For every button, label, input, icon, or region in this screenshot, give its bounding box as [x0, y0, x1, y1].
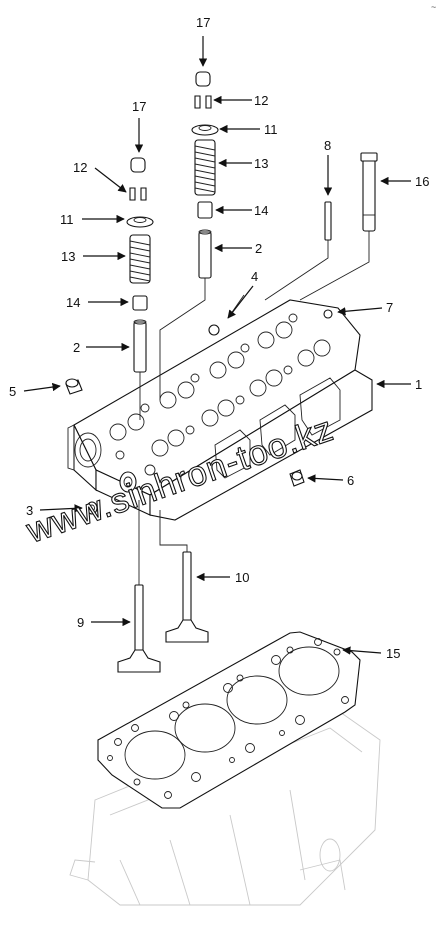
sleeve-16: [360, 152, 378, 232]
head-gasket: [97, 631, 361, 809]
callout-8: 8: [324, 138, 331, 153]
valve-train-left: [126, 157, 154, 373]
callout-15: 15: [386, 646, 400, 661]
corner-mark: ~: [431, 2, 436, 12]
callout-13-left: 13: [61, 249, 75, 264]
callout-12-left: 12: [73, 160, 87, 175]
plug-on-head-7: [323, 309, 333, 319]
callout-2-right: 2: [255, 241, 262, 256]
callout-5: 5: [9, 384, 16, 399]
callout-17-right: 17: [196, 15, 210, 30]
callout-1: 1: [415, 377, 422, 392]
valve-train-right: [191, 71, 219, 279]
callout-3: 3: [26, 503, 33, 518]
valve-10: [165, 551, 209, 643]
callout-14-right: 14: [254, 203, 268, 218]
callout-17-left: 17: [132, 99, 146, 114]
leader-lines: [138, 231, 370, 585]
callout-16: 16: [415, 174, 429, 189]
callout-6: 6: [347, 473, 354, 488]
valve-bosses: [109, 313, 331, 476]
callout-7: 7: [386, 300, 393, 315]
plug-on-head-4: [208, 324, 220, 336]
callout-13-right: 13: [254, 156, 268, 171]
callout-11-left: 11: [60, 212, 74, 227]
callout-14-left: 14: [66, 295, 80, 310]
callout-9: 9: [77, 615, 84, 630]
callout-2-left: 2: [73, 340, 80, 355]
callout-12-right: 12: [254, 93, 268, 108]
callout-10: 10: [235, 570, 249, 585]
stud-8: [324, 201, 332, 241]
callout-labels: 17 12 11 13 14 2 17 12 11 13 14 2 8 16 4…: [9, 15, 429, 661]
cylinder-head: [67, 299, 373, 521]
plug-5: [65, 378, 83, 395]
callout-11-right: 11: [264, 122, 278, 137]
plug-6: [289, 469, 305, 487]
seal-3: [86, 501, 98, 515]
valve-9: [117, 584, 161, 673]
callout-arrows: [23, 36, 411, 655]
callout-4: 4: [251, 269, 258, 284]
